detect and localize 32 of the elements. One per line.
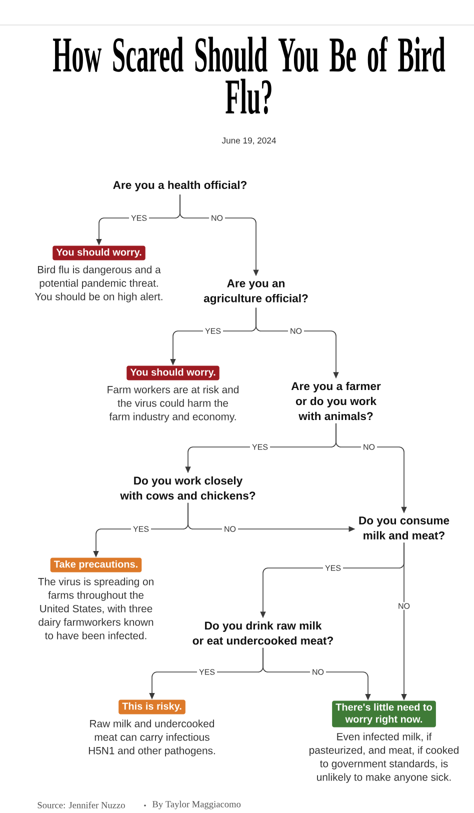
outcome-badge: There's little need to worry right now. xyxy=(332,700,436,728)
question-text: Are you an agriculture official? xyxy=(204,279,308,305)
edge-label: NO xyxy=(222,525,238,533)
question-text: Are you a farmer or do you work with animals? xyxy=(291,382,381,420)
edge-label: YES xyxy=(203,327,223,335)
outcome-badge: This is risky. xyxy=(118,700,186,714)
description-text: Even infected milk, if pasteurized, and meat, if cooked to government standards, is unlikely to make anyone sick. xyxy=(310,732,458,783)
date-text: June 19, 2024 xyxy=(222,137,276,145)
question-text: Do you consume milk and meat? xyxy=(359,516,450,540)
byline-text: By Taylor Maggiacomo xyxy=(152,800,241,810)
question-text: Do you drink raw milk or eat undercooked meat? xyxy=(192,621,333,645)
outcome-badge: You should worry. xyxy=(52,246,146,260)
edge-label: YES xyxy=(323,564,343,572)
description-text: The virus is spreading on farms throughout the United States, with three dairy farmworkers known to have been infected. xyxy=(38,578,154,640)
edge-label: YES xyxy=(131,525,151,533)
edge-label: NO xyxy=(396,602,412,610)
edge-label: YES xyxy=(250,443,270,451)
edge-label: NO xyxy=(361,443,377,451)
description-text: Bird flu is dangerous and a potential pandemic threat. You should be on high alert. xyxy=(34,266,162,302)
edge-label: YES xyxy=(129,214,149,222)
source-text: Source: Jennifer Nuzzo xyxy=(38,802,125,808)
edge-label: NO xyxy=(209,214,225,222)
edge-label: YES xyxy=(197,668,217,676)
description-text: Raw milk and undercooked meat can carry infectious H5N1 and other pathogens. xyxy=(88,720,215,756)
outcome-badge: Take precautions. xyxy=(50,558,142,572)
edge-label: NO xyxy=(288,327,304,335)
outcome-badge: You should worry. xyxy=(126,366,220,380)
question-text: Do you work closely with cows and chickens? xyxy=(120,476,256,500)
description-text: Farm workers are at risk and the virus could harm the farm industry and economy. xyxy=(108,386,238,422)
title: How Scared Should You Be of Bird Flu? xyxy=(53,36,446,114)
edge-label: NO xyxy=(310,668,326,676)
question-text: Are you a health official? xyxy=(113,180,247,192)
